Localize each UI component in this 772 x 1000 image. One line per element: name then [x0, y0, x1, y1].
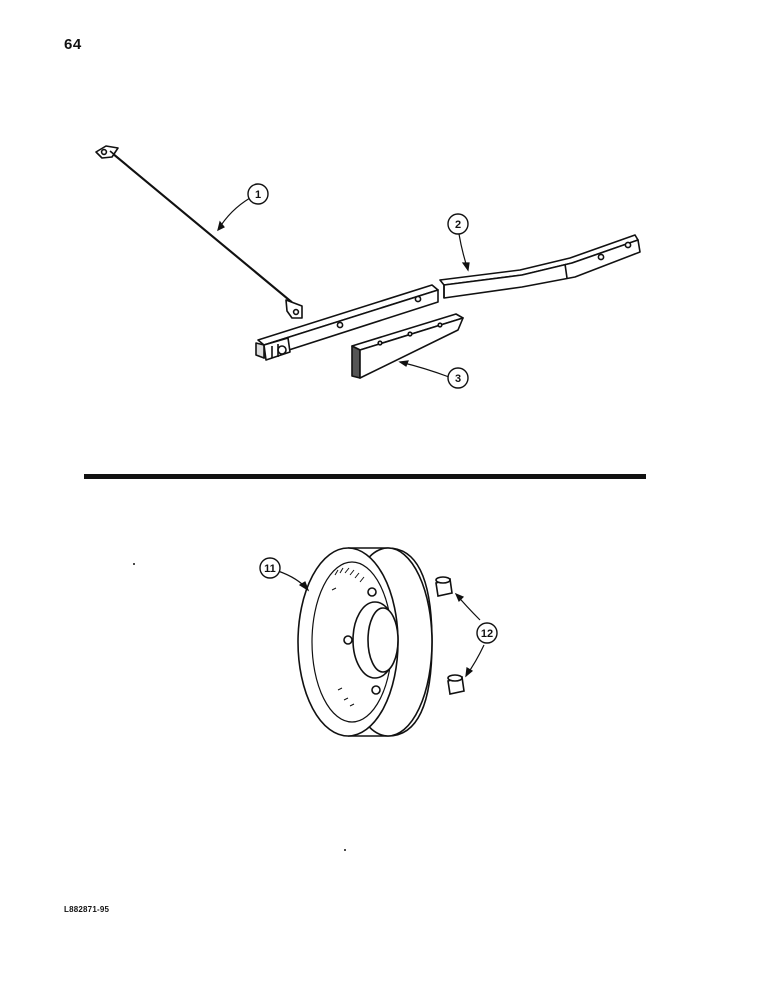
- bushings-part-12: [435, 576, 465, 695]
- callout-12-label: 12: [481, 628, 493, 640]
- speck: [344, 849, 346, 851]
- brace-rod-part-1: [95, 145, 303, 319]
- speck: [133, 563, 135, 565]
- callout-2: 2: [447, 213, 469, 235]
- callout-11: 11: [259, 557, 281, 579]
- page-number: 64: [64, 36, 82, 53]
- callout-3: 3: [447, 367, 469, 389]
- frame-bar-part-2: [439, 234, 641, 299]
- angle-bracket-part-3: [351, 313, 464, 379]
- callout-1: 1: [247, 183, 269, 205]
- wheel-weight-part-11: [297, 547, 433, 737]
- callout-2-label: 2: [455, 219, 461, 231]
- drawing-code: L882871-95: [64, 905, 110, 914]
- leader-lines-top: [217, 197, 470, 378]
- callout-1-label: 1: [255, 189, 261, 201]
- callout-11-label: 11: [264, 563, 276, 575]
- section-divider: [84, 474, 646, 479]
- leader-lines-bottom: [277, 570, 485, 678]
- frame-bar-lower: [255, 284, 439, 361]
- callout-12: 12: [476, 622, 498, 644]
- callout-3-label: 3: [455, 373, 461, 385]
